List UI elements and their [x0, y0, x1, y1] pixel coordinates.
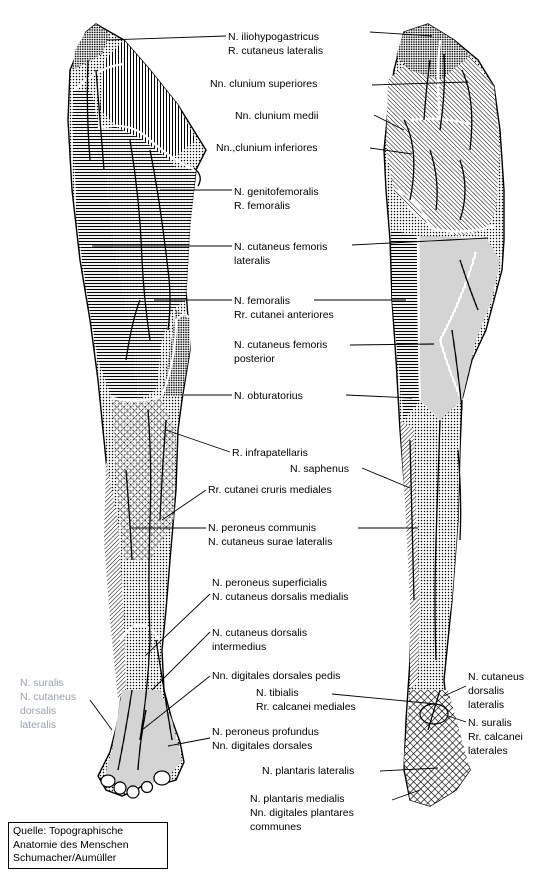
label-clunium-medii: Nn. clunium medii	[235, 110, 319, 122]
label-infrapatellaris: R. infrapatellaris	[232, 447, 308, 459]
label-plantaris-lateralis: N. plantaris lateralis	[262, 765, 355, 777]
label-clunium-inferiores: Nn.,clunium inferiores	[216, 142, 318, 154]
label-saphenus: N. saphenus	[290, 463, 349, 475]
iliohypogastric-region	[72, 24, 110, 70]
anterior-femoral-region	[96, 126, 196, 400]
medial-thigh-region	[392, 230, 420, 420]
saphenous-region	[400, 420, 420, 690]
gluteal-region	[386, 40, 500, 236]
label-clunium-superiores: Nn. clunium superiores	[210, 78, 318, 90]
anterior-leg	[67, 23, 207, 799]
calcaneal-region	[404, 690, 470, 806]
lateral-femoral-region	[72, 90, 138, 400]
posterior-leg	[383, 23, 505, 807]
label-cruris-mediales: Rr. cutanei cruris mediales	[208, 484, 332, 496]
label-obturatorius: N. obturatorius	[234, 390, 303, 402]
genitofemoral-region	[100, 40, 196, 160]
label-digitales-dorsales-pedis: Nn. digitales dorsales pedis	[212, 670, 341, 682]
posterior-femoral-region	[418, 236, 500, 420]
cluneal-superior-region	[396, 24, 470, 80]
leader-lines	[89, 31, 489, 801]
foot-dorsum	[104, 690, 182, 790]
